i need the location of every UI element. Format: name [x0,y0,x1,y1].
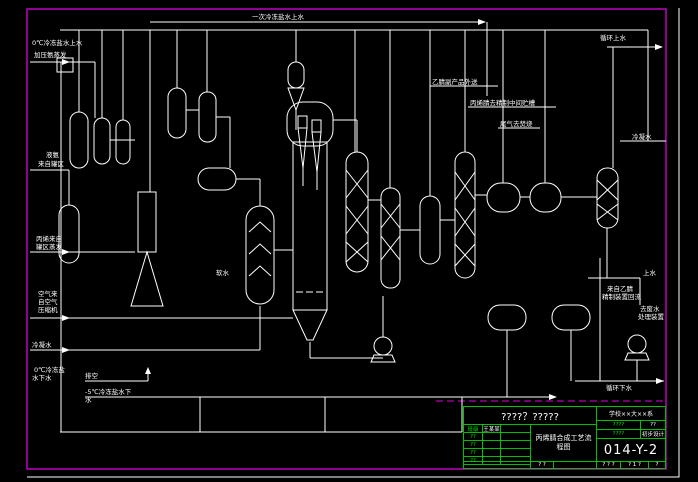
title-block-bottom-cell: ? [648,461,666,469]
evaporator-column [137,191,157,253]
cyclone [287,61,305,89]
stream-label: 0℃冷冻盐 [34,365,65,374]
stream-label: 排空 [85,371,99,380]
title-block-organisation: 学校××大××系 [596,406,666,421]
flow-arrow [655,44,663,50]
vertical-drum [419,195,441,265]
column-internals [380,203,401,261]
equipment [56,57,650,363]
flow-arrow [656,378,664,384]
drawing-title-line1: 丙烯腈合成工艺流 [535,434,592,443]
vertical-drum [69,111,89,169]
reactor-internal-cyclones [296,115,323,293]
vertical-drum [115,119,131,165]
column-internals [345,169,369,263]
title-block: ????？????? 学校××大××系 ???? ?? ???? 初步设计 01… [463,406,666,469]
pump-base [370,354,396,363]
stream-label: 循环上水 [600,33,627,42]
vertical-drum [58,204,80,264]
pump [624,334,650,361]
column-internals [596,179,619,221]
stream-label: -5℃冷冻盐水下 [85,387,132,396]
flow-arrow [62,315,70,321]
stream-label: 水 [85,395,92,404]
column-internals [454,171,476,267]
bottom-strip-cell [463,461,531,469]
packed-column [245,205,275,305]
polish-column [596,167,619,229]
stream-label: 水下水 [32,373,52,382]
pump-casing [627,334,647,354]
pump [370,336,396,363]
sheet-edge [27,8,680,478]
reactor-body [292,141,328,311]
evaporator-cone [130,250,164,307]
stream-label: 一次冷冻盐水上水 [252,12,305,21]
drawing-number: 014-Y-2 [596,438,666,462]
cyclone-cone [287,87,305,112]
stream-label: 液氨 [46,150,60,159]
drawing-title-cell: 丙烯腈合成工艺流 程图 [530,424,597,462]
heat-exchanger [487,304,527,331]
stream-label: 尾气去焚烧 [500,119,533,128]
stream-label: 处理装置 [638,312,665,321]
bottom-strip-cell: ? ? [530,461,554,469]
pump-base [624,352,650,361]
stream-label: 空气来 [38,289,58,298]
title-block-bottom-cell: ? 1 ? [620,461,649,469]
recovery-column [454,151,476,279]
flow-arrow [145,367,151,374]
horizontal-drum [529,182,562,213]
stream-label: 去废水 [640,304,660,313]
title-block-main-title: ????？????? [463,406,597,425]
stream-label: 上水 [643,268,657,277]
stream-label: 丙烯来自 [36,234,62,243]
stream-label: 软水 [216,268,230,277]
stream-label: 0℃冷冻盐水上水 [32,38,83,47]
flow-arrow [478,19,486,25]
stream-label: 加压氨蒸发 [34,50,67,59]
horizontal-drum [486,182,521,213]
flow-arrow [62,59,70,65]
vertical-drum [93,117,111,165]
pump-casing [373,336,393,356]
internal-cyclone [297,127,308,169]
internal-cyclone [311,119,322,133]
vertical-drum [198,91,217,143]
title-block-bottom-cell: ? ? ? [596,461,621,469]
internal-cyclone [297,115,308,129]
stream-label: 冷凝水 [32,340,52,349]
internal-cyclone [311,131,322,173]
stream-label: 自空气 [38,297,58,306]
stream-label: 压缩机 [38,305,58,314]
heat-exchanger [551,304,591,331]
stream-label: 丙烯腈去精制中间贮槽 [470,98,536,107]
pipe-network [30,21,666,433]
stripper-column [380,187,401,289]
stream-label: 乙腈副产品外送 [432,77,478,86]
flow-arrow [62,347,70,353]
stream-label: 来自罐区 [38,159,65,168]
drawing-frame [26,8,667,470]
flow-arrow [62,249,70,255]
flow-arrows [62,19,664,400]
bottom-strip-cell [553,461,597,469]
stream-label: 循环下水 [606,383,633,392]
stream-label: 精制装置回流 [602,292,642,301]
stream-labels: 一次冷冻盐水上水 0℃冷冻盐水上水 加压氨蒸发 液氨 来自罐区 丙烯来自 罐区蒸… [32,12,665,404]
drawing-title-line2: 程图 [556,443,571,451]
column-internals [248,221,272,277]
reactor-head [286,101,334,147]
stream-label: 冷凝水 [632,132,652,141]
reactor-cone [292,309,328,341]
flow-arrow [549,394,557,400]
stream-label: 罐区蒸发 [36,242,63,251]
feed-tank [56,57,74,73]
absorber-column [345,151,369,273]
heat-exchanger [197,167,237,191]
vertical-drum [167,87,187,139]
stream-label: 来自乙腈 [607,284,634,293]
